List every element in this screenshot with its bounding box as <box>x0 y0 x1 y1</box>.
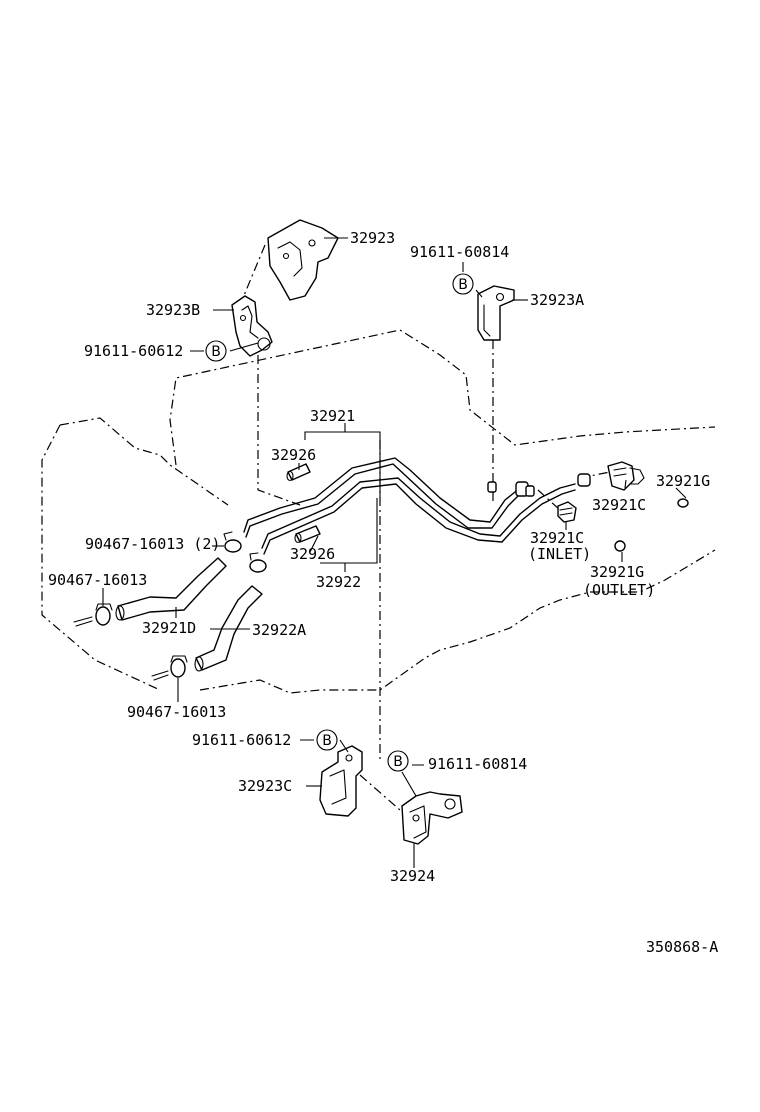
b-marker-top-right: B <box>452 273 474 295</box>
engine-outline <box>41 417 716 694</box>
svg-text:B: B <box>322 733 332 749</box>
label-91611-60814-bottom: 91611-60814 <box>428 755 527 773</box>
connector-32921C-top <box>607 461 645 491</box>
b-marker-bottom-right: B <box>387 750 409 772</box>
label-32926-bottom: 32926 <box>290 545 335 563</box>
hose-32922A <box>194 585 263 672</box>
bracket-32923C <box>319 745 363 817</box>
label-outlet: (OUTLET) <box>583 581 655 599</box>
b-marker-bottom-left: B <box>316 729 338 751</box>
label-32921D: 32921D <box>142 619 196 637</box>
cap-32921G-top <box>677 498 689 508</box>
guide-line-2 <box>239 244 266 306</box>
label-91611-60612-bottom: 91611-60612 <box>192 731 291 749</box>
label-32921C-top: 32921C <box>592 496 646 514</box>
svg-text:B: B <box>211 344 221 360</box>
label-32923: 32923 <box>350 229 395 247</box>
bracket-32923B <box>231 295 273 357</box>
label-32921G-top: 32921G <box>656 472 710 490</box>
hose-clamp-left <box>73 603 113 627</box>
hose-32921D <box>115 557 227 621</box>
hose-protector-32926-top <box>286 463 311 482</box>
label-90467-16013-left: 90467-16013 <box>48 571 147 589</box>
label-32923C: 32923C <box>238 777 292 795</box>
svg-text:B: B <box>458 277 468 293</box>
svg-text:B: B <box>393 754 403 770</box>
b-marker-top-left: B <box>205 340 227 362</box>
label-32922A: 32922A <box>252 621 306 639</box>
label-32924: 32924 <box>390 867 435 885</box>
label-32926-top: 32926 <box>271 446 316 464</box>
bracket-32923 <box>267 219 339 301</box>
connector-32921C-inlet <box>557 501 577 523</box>
tube-end-fittings <box>487 473 591 497</box>
label-32921C-inlet: 32921C <box>530 529 584 547</box>
hose-protector-32926-bottom <box>294 525 321 544</box>
label-90467-16013-bottom: 90467-16013 <box>127 703 226 721</box>
label-91611-60814-top: 91611-60814 <box>410 243 509 261</box>
leader-lines <box>102 237 687 868</box>
label-90467-16013-2: 90467-16013 (2) <box>85 535 220 553</box>
label-32921G-outlet: 32921G <box>590 563 644 581</box>
bracket-32924 <box>401 791 463 859</box>
cap-32921G-outlet <box>614 540 626 552</box>
fuel-tube-32922 <box>261 477 576 555</box>
hose-clamp-1 <box>223 531 242 553</box>
label-32921: 32921 <box>310 407 355 425</box>
guide-line-5 <box>359 774 401 811</box>
fuel-tube-32921 <box>243 457 531 538</box>
hose-clamp-2 <box>249 552 267 573</box>
bracket-32923A <box>477 285 515 341</box>
diagram-code: 350868-A <box>646 938 718 956</box>
guide-line-1 <box>257 355 301 506</box>
label-91611-60612-top: 91611-60612 <box>84 342 183 360</box>
label-32923A: 32923A <box>530 291 584 309</box>
label-32922: 32922 <box>316 573 361 591</box>
hose-clamp-bottom <box>151 655 188 681</box>
label-inlet: (INLET) <box>528 545 591 563</box>
label-32923B: 32923B <box>146 301 200 319</box>
